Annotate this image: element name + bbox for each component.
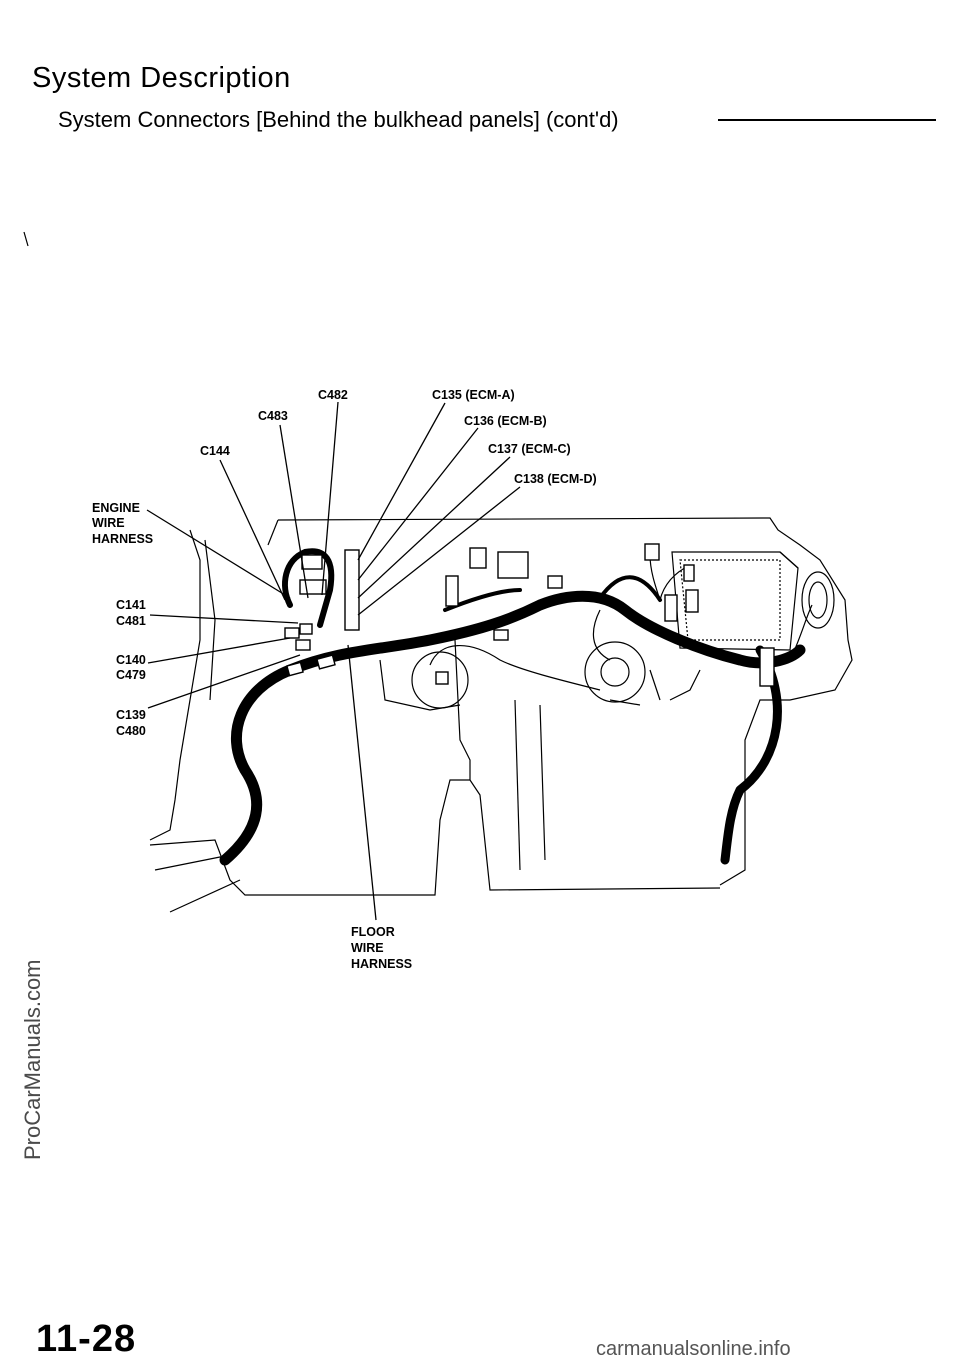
label-c483: C483 — [258, 409, 288, 423]
floor-harness-main — [219, 590, 806, 866]
harness-upper-branch — [443, 575, 662, 612]
engine-harness — [282, 548, 335, 628]
label-c136: C136 (ECM-B) — [464, 414, 547, 428]
floor-harness-right-branch — [720, 645, 782, 865]
label-c135: C135 (ECM-A) — [432, 388, 515, 402]
callout-lines — [146, 401, 521, 921]
label-c137: C137 (ECM-C) — [488, 442, 571, 456]
page-number: 11-28 — [36, 1318, 137, 1360]
connectors — [284, 543, 775, 687]
page-subtitle: System Connectors [Behind the bulkhead p… — [58, 107, 619, 132]
label-c480: C480 — [116, 724, 146, 738]
label-engine-harness-1: ENGINE — [92, 501, 140, 515]
page-title: System Description — [32, 62, 291, 94]
label-floor-harness-1: FLOOR — [351, 925, 395, 939]
watermark-bottom: carmanualsonline.info — [596, 1338, 791, 1360]
label-c482: C482 — [318, 388, 348, 402]
subtitle-rule — [718, 119, 936, 121]
label-c139: C139 — [116, 708, 146, 722]
label-c479: C479 — [116, 668, 146, 682]
label-c140: C140 — [116, 653, 146, 667]
label-floor-harness-2: WIRE — [351, 941, 384, 955]
watermark-left: ProCarManuals.com — [20, 860, 48, 1160]
label-c144: C144 — [200, 444, 230, 458]
ecm-unit — [671, 551, 799, 651]
bulkhead-outline — [149, 517, 853, 913]
label-floor-harness-3: HARNESS — [351, 957, 412, 971]
watermark-left-text: ProCarManuals.com — [20, 959, 45, 1160]
grommet-right — [801, 571, 835, 629]
label-c141: C141 — [116, 598, 146, 612]
stray-mark — [23, 231, 29, 247]
diagram-labels: C482 C135 (ECM-A) C483 C136 (ECM-B) C144… — [92, 388, 597, 971]
label-c138: C138 (ECM-D) — [514, 472, 597, 486]
label-c481: C481 — [116, 614, 146, 628]
label-engine-harness-3: HARNESS — [92, 532, 153, 546]
label-engine-harness-2: WIRE — [92, 516, 125, 530]
